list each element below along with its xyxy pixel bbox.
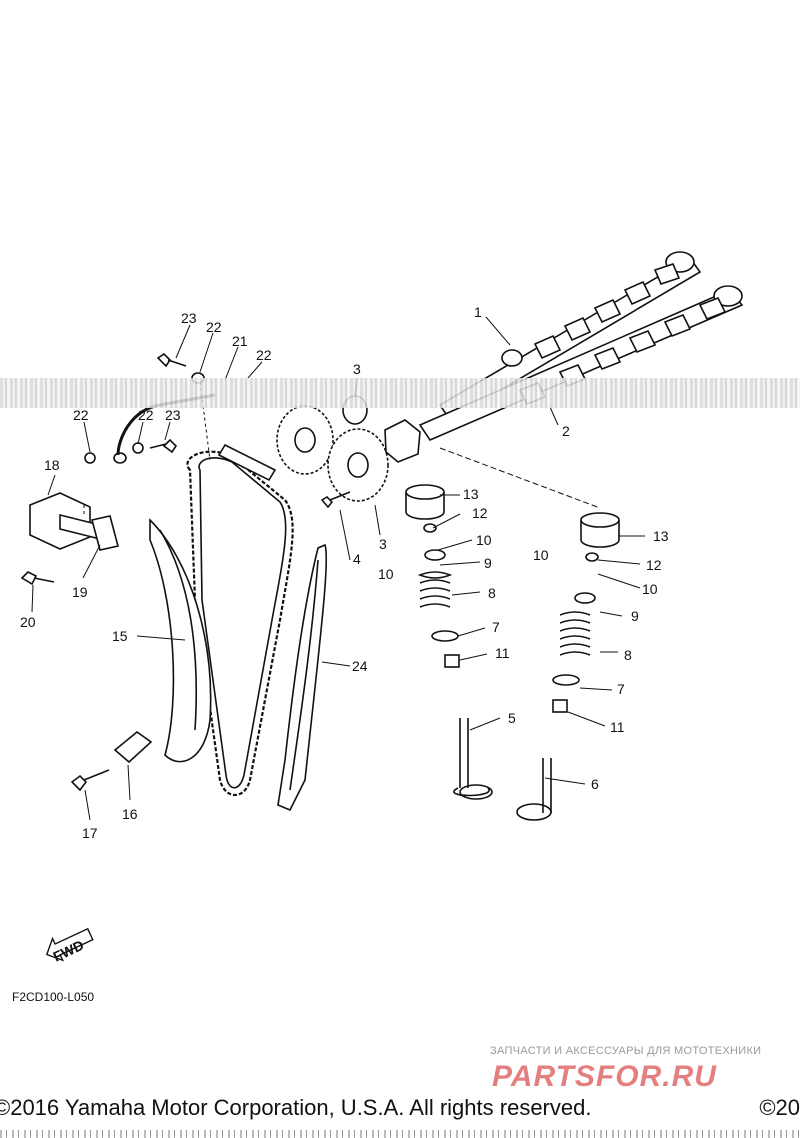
watermark-logo: PARTSFOR.RU [492,1060,717,1093]
copyright-notice: ©2016 Yamaha Motor Corporation, U.S.A. A… [0,1095,800,1127]
part-label: 3 [379,536,387,552]
part-label: 8 [624,647,632,663]
part-label: 7 [492,619,500,635]
cam-sprocket-upper [276,405,334,475]
part-label: 22 [206,319,222,335]
part-label: 19 [72,584,88,600]
part-label: 1 [474,304,482,320]
part-label: 24 [352,658,368,674]
copyright-text-right: ©20 [759,1095,800,1120]
part-label: 8 [488,585,496,601]
part-label: 2 [562,423,570,439]
bolt-23-upper [156,352,187,368]
fwd-label: FWD [51,937,87,965]
part-label: 16 [122,806,138,822]
scan-noise-band [0,378,800,408]
watermark-caption: ЗАПЧАСТИ И АКСЕССУАРЫ ДЛЯ МОТОТЕХНИКИ [490,1045,762,1057]
part-label: 11 [610,719,625,735]
part-label: 4 [353,551,361,567]
valve-assembly-left [417,523,493,800]
scan-noise-bottom [0,1130,800,1138]
part-label: 22 [73,407,89,423]
part-label: 10 [378,566,394,582]
bolt-20 [20,571,55,586]
part-label: 23 [165,407,181,423]
valve-lifter-13-b [580,512,620,548]
fwd-arrow-icon [45,927,94,962]
part-label: 13 [653,528,669,544]
part-label: 3 [353,361,361,377]
part-label: 22 [138,407,154,423]
part-label: 10 [476,532,492,548]
leader-lines [31,316,645,821]
part-label: 12 [646,557,662,573]
copyright-text: ©2016 Yamaha Motor Corporation, U.S.A. A… [0,1095,592,1120]
part-label: 11 [495,645,510,661]
part-label: 5 [508,710,516,726]
part-label: 9 [484,555,492,571]
part-label: 10 [642,581,658,597]
chain-guide-upper [217,443,277,482]
part-label: 9 [631,608,639,624]
valve-assembly-right [516,552,599,821]
part-label: 10 [533,547,549,563]
part-label: 17 [82,825,98,841]
part-label: 13 [463,486,479,502]
part-label: 15 [112,628,128,644]
part-label: 6 [591,776,599,792]
part-label: 23 [181,310,197,326]
camshaft-2 [418,285,744,441]
part-label: 7 [617,681,625,697]
washer-22-b [84,452,96,464]
part-label: 18 [44,457,60,473]
cam-sprocket-lower [327,428,389,502]
chain-guide-24 [277,543,328,812]
bolt-17 [70,769,110,792]
part-labels: 1 2 3 3 4 5 6 7 7 8 8 9 9 10 10 10 10 11… [20,304,669,841]
bolt-4 [320,491,351,509]
valve-lifter-13-a [405,484,445,520]
part-label: 12 [472,505,488,521]
part-label: 21 [232,333,248,349]
gasket-19 [91,515,119,551]
chain-tensioner-18 [29,492,101,550]
part-label: 22 [256,347,272,363]
diagram-code: F2CD100-L050 [12,990,95,1004]
bolt-23-lower [149,438,178,454]
guide-stopper-16 [113,730,153,764]
timing-chain [186,450,294,797]
washer-22-c [132,442,144,454]
svg-text:FWD: FWD [51,937,87,965]
part-label: 20 [20,614,36,630]
